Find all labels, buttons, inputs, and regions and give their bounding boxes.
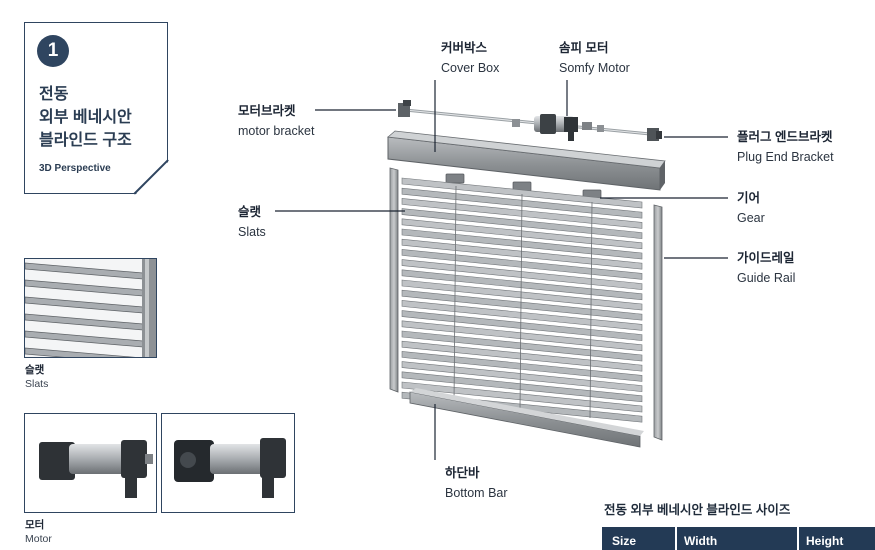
slat bbox=[401, 177, 643, 209]
label-slats: 슬랫 Slats bbox=[238, 205, 266, 239]
label-somfy-motor: 솜피 모터 Somfy Motor bbox=[559, 41, 630, 75]
slat bbox=[401, 269, 643, 301]
slat bbox=[401, 340, 643, 372]
slats-stack bbox=[401, 177, 643, 423]
header-divider bbox=[797, 527, 799, 550]
column-header-width: Width bbox=[684, 534, 718, 548]
slat bbox=[401, 249, 643, 280]
slat bbox=[401, 381, 643, 413]
cover-box-part bbox=[387, 130, 666, 191]
label-bottom-bar: 하단바 Bottom Bar bbox=[445, 466, 508, 500]
label-guide-rail: 가이드레일 Guide Rail bbox=[737, 251, 796, 285]
slats-closeup-image bbox=[25, 259, 156, 357]
label-gear: 기어 Gear bbox=[737, 191, 765, 225]
drive-shaft bbox=[404, 108, 651, 136]
bottom-bar-part bbox=[409, 388, 644, 448]
motor-bracket-part bbox=[398, 100, 411, 117]
motor-side-image bbox=[39, 440, 153, 498]
header-divider bbox=[675, 527, 677, 550]
gear-parts bbox=[445, 173, 602, 200]
plug-end-bracket-part bbox=[647, 128, 662, 141]
card-title: 전동 외부 베네시안 블라인드 구조 bbox=[39, 86, 132, 149]
shaft-coupler bbox=[512, 119, 520, 127]
shaft-coupler-right bbox=[597, 125, 604, 132]
callout-lines bbox=[275, 80, 728, 460]
motor-front-image bbox=[174, 438, 286, 498]
label-motor-bracket: 모터브라켓 motor bracket bbox=[238, 104, 315, 138]
column-header-height: Height bbox=[806, 534, 844, 548]
slat bbox=[401, 228, 643, 260]
slats-thumbnail bbox=[24, 258, 157, 358]
label-plug-end-bracket: 플러그 엔드브라켓 Plug End Bracket bbox=[737, 130, 834, 164]
slat bbox=[401, 310, 643, 341]
slat bbox=[401, 361, 643, 392]
motor-caption-en: Motor bbox=[25, 533, 52, 545]
right-guide-rail bbox=[653, 204, 663, 441]
somfy-motor-part bbox=[534, 114, 592, 141]
corner-cut bbox=[135, 161, 169, 195]
title-card: 1 전동 외부 베네시안 블라인드 구조 3D Perspective bbox=[24, 22, 169, 195]
slat bbox=[401, 279, 643, 311]
ladder-cords bbox=[453, 185, 593, 419]
slats-caption-en: Slats bbox=[25, 378, 49, 390]
label-cover-box: 커버박스 Cover Box bbox=[441, 41, 500, 75]
card-subtitle: 3D Perspective bbox=[39, 163, 111, 174]
motor-thumbnail-front bbox=[161, 413, 295, 513]
size-table-title: 전동 외부 베네시안 블라인드 사이즈 bbox=[604, 503, 791, 517]
motor-caption-ko: 모터 bbox=[25, 519, 45, 531]
size-table-header: Size Width Height bbox=[602, 527, 875, 550]
slat bbox=[401, 300, 643, 331]
slat bbox=[401, 330, 643, 362]
slat bbox=[401, 289, 643, 321]
step-number-badge: 1 bbox=[37, 35, 69, 67]
left-guide-rail bbox=[389, 167, 399, 393]
slat bbox=[401, 320, 643, 352]
slat bbox=[401, 238, 643, 270]
column-header-size: Size bbox=[612, 534, 637, 548]
slat bbox=[401, 371, 643, 403]
thumbnail-slat bbox=[25, 347, 136, 357]
slat bbox=[401, 259, 643, 290]
motor-thumbnail-side bbox=[24, 413, 157, 513]
slats-caption-ko: 슬랫 bbox=[25, 364, 45, 376]
slat bbox=[401, 351, 643, 382]
